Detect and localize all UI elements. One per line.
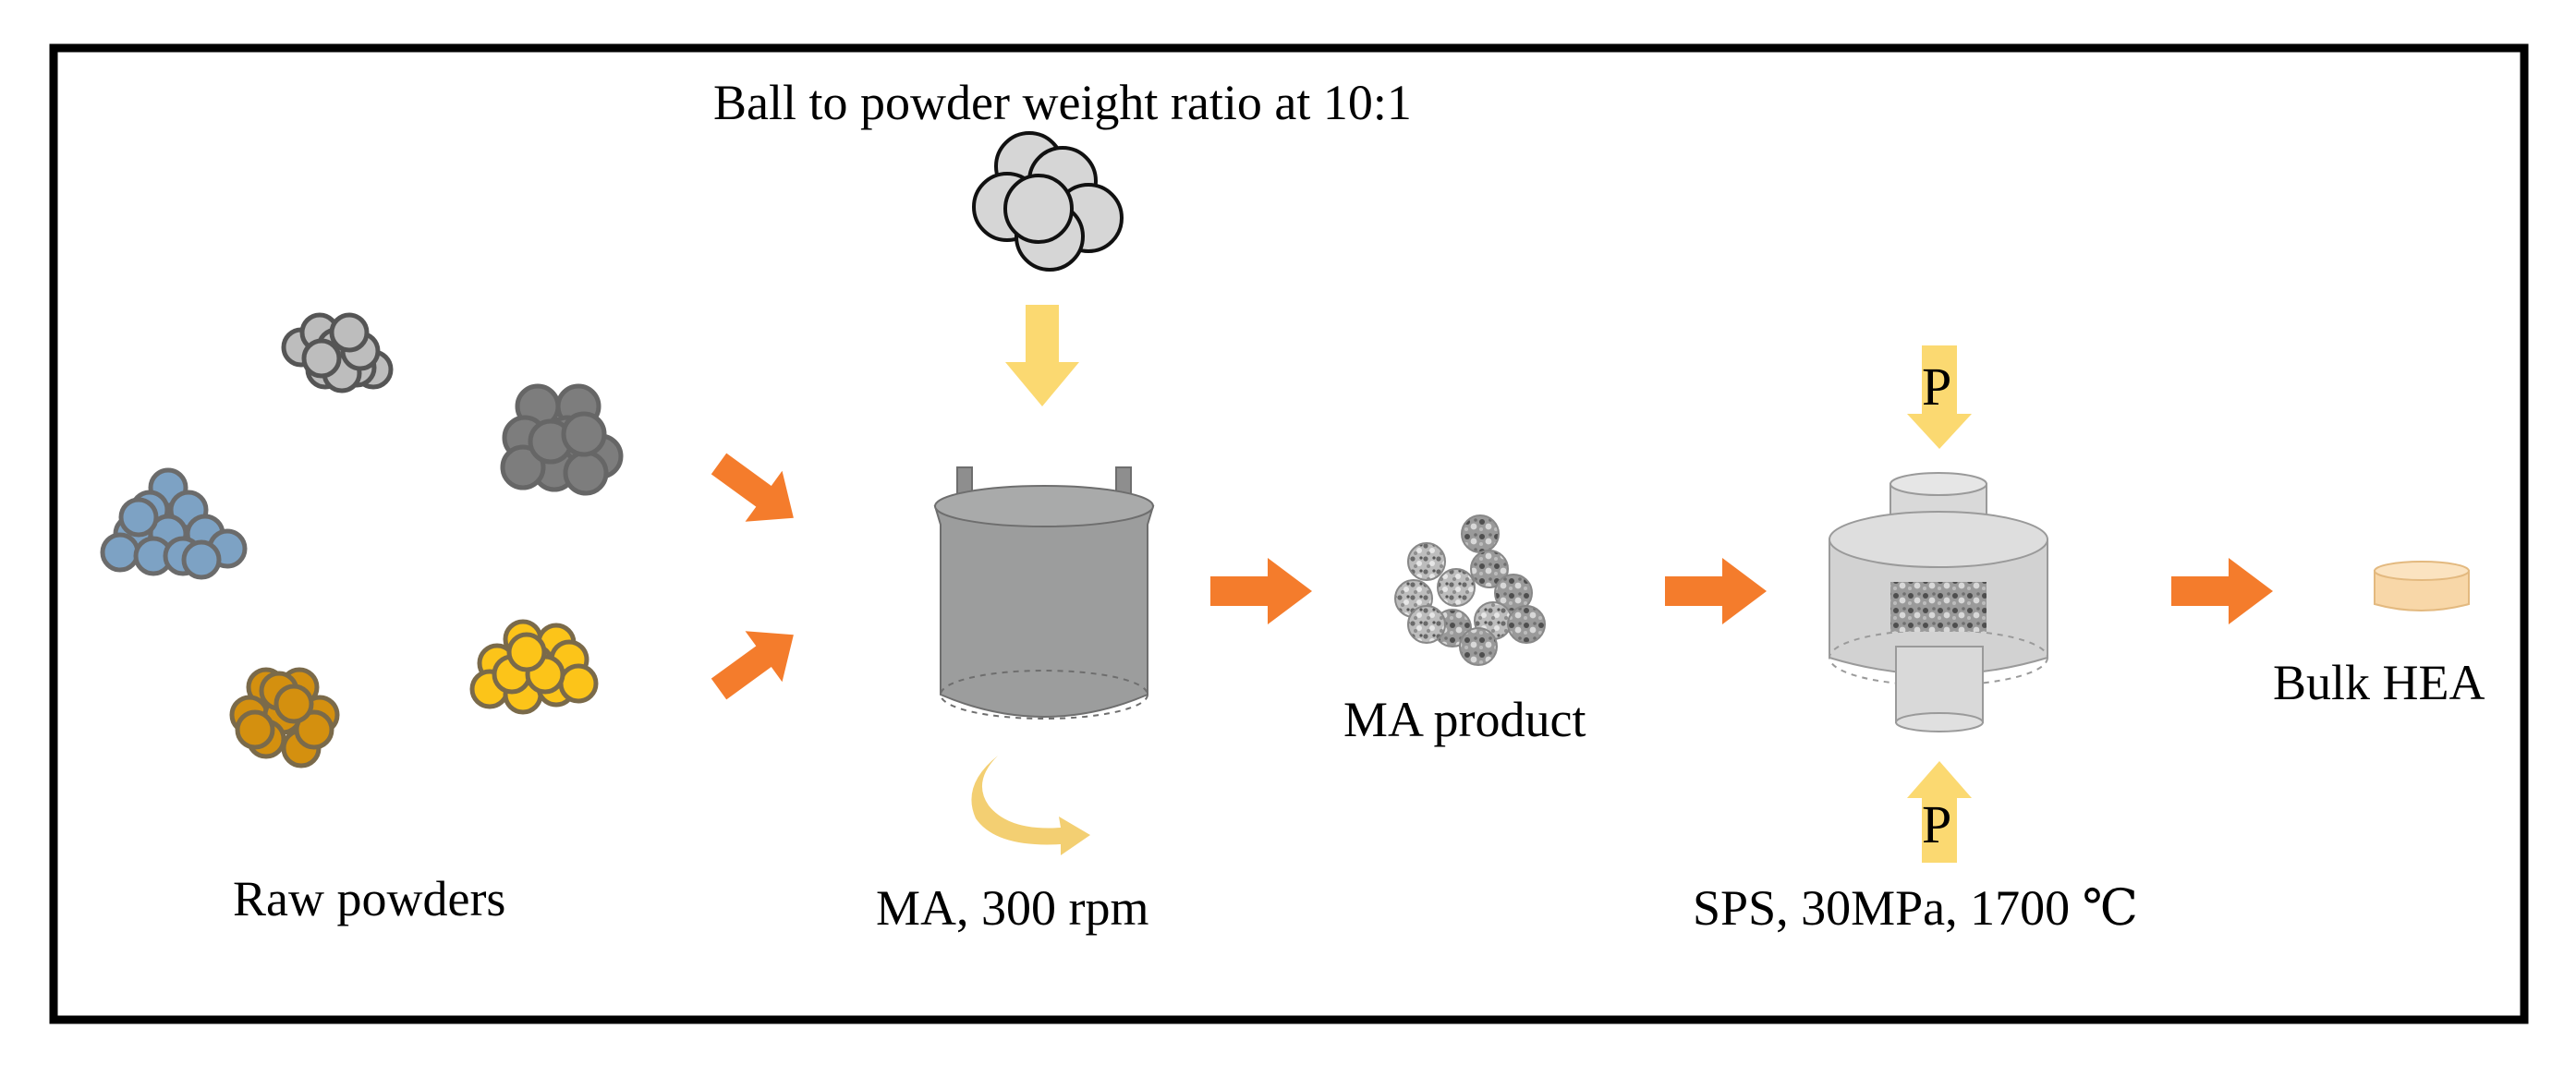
- ball-ratio-label: Ball to powder weight ratio at 10:1: [713, 75, 1412, 130]
- ma-particle: [1470, 550, 1509, 588]
- ma-particle: [1461, 514, 1500, 553]
- raw-powders-label: Raw powders: [233, 871, 506, 926]
- ma-particle: [1407, 605, 1446, 644]
- powder-particle: [273, 684, 314, 724]
- powder-cluster-dark-gray-icon: [500, 383, 624, 496]
- powder-particle: [235, 709, 275, 750]
- pressure-arrow-top-icon: [1907, 345, 1972, 449]
- ma-particle: [1459, 627, 1498, 666]
- sps-sample-icon: [1890, 582, 1987, 632]
- process-arrow-to-bulk-icon: [2171, 558, 2273, 624]
- ma-conditions-label: MA, 300 rpm: [876, 880, 1149, 936]
- ma-particle: [1407, 542, 1446, 581]
- powder-particle: [118, 497, 159, 538]
- rotation-arrow-icon: [971, 756, 1090, 855]
- milling-jar-icon: [933, 466, 1155, 720]
- milling-ball: [1003, 174, 1074, 244]
- ma-product-label: MA product: [1343, 692, 1586, 747]
- powder-cluster-blue-icon: [100, 467, 248, 580]
- ma-product-particles-icon: [1394, 514, 1546, 666]
- process-arrow-lower-icon: [711, 631, 794, 700]
- feed-arrow-icon: [1005, 305, 1079, 406]
- powder-particle: [301, 338, 342, 379]
- sps-conditions-label: SPS, 30MPa, 1700 ℃: [1693, 880, 2139, 936]
- bulk-hea-disc-icon: [2374, 561, 2470, 611]
- powder-particle: [329, 312, 370, 353]
- milling-balls-icon: [972, 131, 1124, 272]
- powder-particle: [100, 532, 140, 573]
- process-arrow-to-sps-icon: [1665, 558, 1767, 624]
- powder-cluster-yellow-icon: [469, 619, 599, 715]
- powder-cluster-amber-icon: [229, 667, 340, 768]
- ma-particle: [1507, 605, 1546, 644]
- outer-frame: [49, 43, 2529, 1024]
- ma-particle: [1437, 568, 1476, 607]
- raw-powders-group: [100, 312, 624, 768]
- process-arrow-to-product-icon: [1210, 558, 1312, 624]
- bulk-hea-label: Bulk HEA: [2273, 655, 2485, 710]
- powder-particle: [294, 709, 334, 750]
- process-arrow-upper-icon: [711, 453, 794, 522]
- powder-particle: [506, 632, 547, 672]
- powder-particle: [500, 444, 546, 490]
- powder-particle: [558, 663, 599, 704]
- powder-particle: [561, 411, 607, 457]
- powder-particle: [563, 450, 609, 496]
- powder-particle: [181, 539, 222, 580]
- pressure-arrow-bottom-icon: [1907, 761, 1972, 863]
- pressure-label-top: P: [1922, 357, 1952, 417]
- pressure-label-bottom: P: [1922, 794, 1952, 854]
- powder-cluster-light-gray-icon: [281, 312, 394, 393]
- sps-die-icon: [1829, 472, 2048, 732]
